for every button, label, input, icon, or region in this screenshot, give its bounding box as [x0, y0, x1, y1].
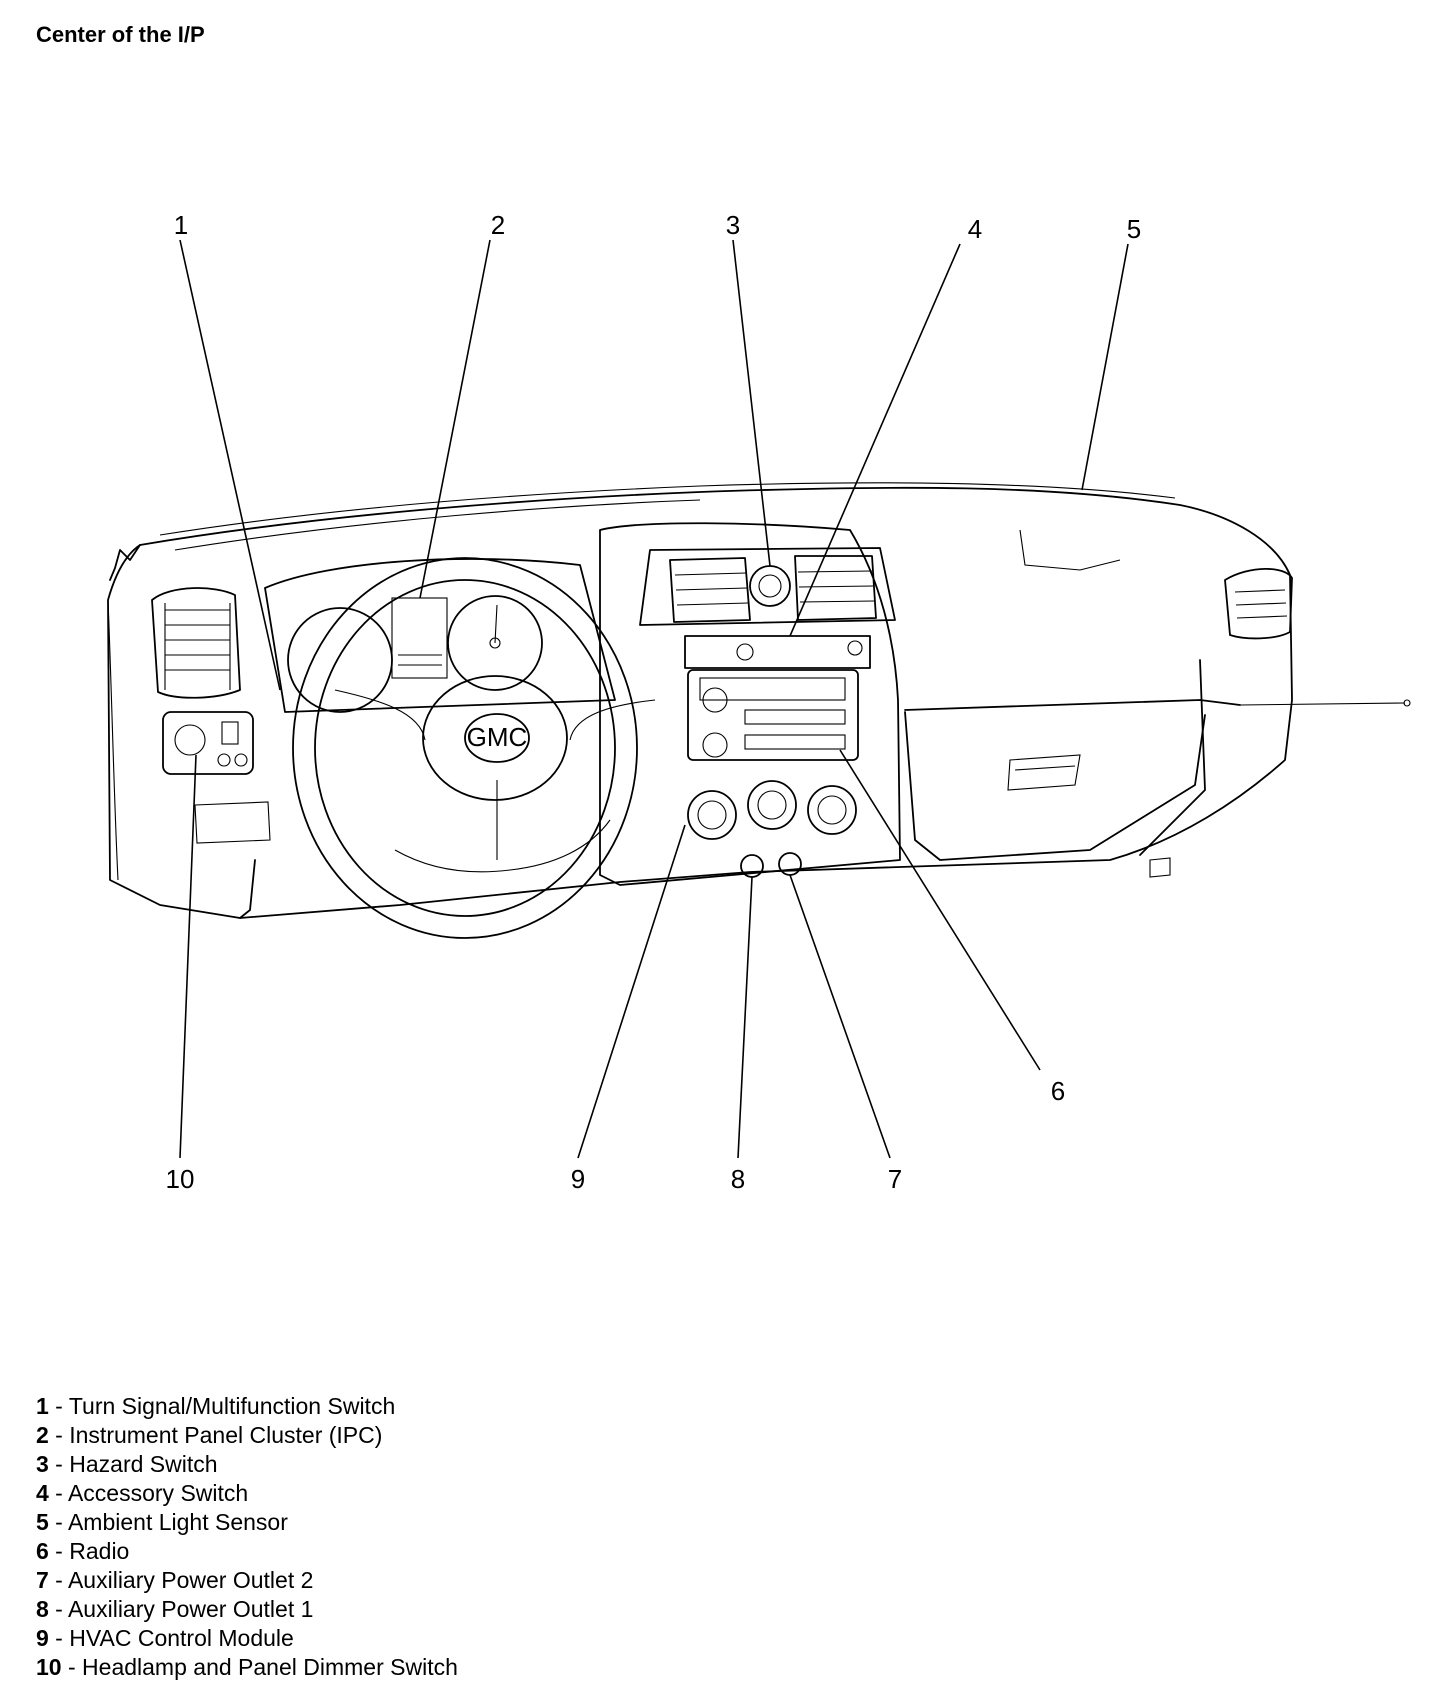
- center-vent-right: [794, 555, 877, 621]
- legend-text: Instrument Panel Cluster (IPC): [69, 1422, 383, 1448]
- leader-line-10: [179, 754, 197, 1159]
- leader-line-7: [789, 874, 891, 1159]
- legend-number: 9: [36, 1625, 49, 1651]
- steering-wheel: [292, 557, 656, 939]
- legend-list: 1 - Turn Signal/Multifunction Switch 2 -…: [36, 1392, 458, 1682]
- leader-line-4: [789, 243, 961, 637]
- hazard-switch: [749, 565, 791, 607]
- callout-2: 2: [491, 210, 505, 240]
- legend-separator: -: [48, 1451, 70, 1477]
- legend-text: Turn Signal/Multifunction Switch: [68, 1393, 396, 1419]
- legend-number: 1: [36, 1393, 49, 1419]
- accessory-switch: [684, 635, 871, 669]
- hvac-control-module: [687, 780, 857, 840]
- legend-item: 3 - Hazard Switch: [36, 1450, 458, 1479]
- legend-text: Hazard Switch: [69, 1451, 218, 1477]
- legend-separator: -: [61, 1654, 83, 1680]
- legend-number: 8: [36, 1596, 49, 1622]
- leader-line-5: [1081, 243, 1129, 491]
- knee-panel: [194, 801, 271, 844]
- legend-text: Radio: [69, 1538, 130, 1564]
- page-title: Center of the I/P: [36, 22, 205, 47]
- legend-text: Headlamp and Panel Dimmer Switch: [82, 1654, 458, 1680]
- legend-number: 10: [36, 1654, 62, 1680]
- legend-separator: -: [48, 1480, 68, 1506]
- legend-text: HVAC Control Module: [69, 1625, 294, 1651]
- legend-separator: -: [48, 1509, 68, 1535]
- center-stack: [599, 522, 901, 886]
- legend-separator: -: [48, 1393, 69, 1419]
- legend-item: 5 - Ambient Light Sensor: [36, 1508, 458, 1537]
- callout-9: 9: [571, 1164, 585, 1194]
- legend-item: 2 - Instrument Panel Cluster (IPC): [36, 1421, 458, 1450]
- callout-5: 5: [1127, 214, 1141, 244]
- dashboard-outline: [107, 482, 1411, 919]
- legend-item: 10 - Headlamp and Panel Dimmer Switch: [36, 1653, 458, 1682]
- steering-logo-text: GMC: [467, 722, 528, 752]
- legend-item: 9 - HVAC Control Module: [36, 1624, 458, 1653]
- legend-separator: -: [48, 1567, 68, 1593]
- legend-number: 7: [36, 1567, 49, 1593]
- headlamp-switch: [162, 711, 254, 775]
- legend-text: Auxiliary Power Outlet 1: [67, 1596, 314, 1622]
- legend-text: Ambient Light Sensor: [67, 1509, 288, 1535]
- legend-separator: -: [48, 1538, 70, 1564]
- center-vent-left: [669, 557, 751, 623]
- legend-item: 1 - Turn Signal/Multifunction Switch: [36, 1392, 458, 1421]
- callout-4: 4: [968, 214, 982, 244]
- leader-line-9: [577, 824, 686, 1159]
- legend-number: 4: [36, 1480, 49, 1506]
- callout-1: 1: [174, 210, 188, 240]
- legend-separator: -: [48, 1596, 68, 1622]
- callout-7: 7: [888, 1164, 902, 1194]
- leader-line-1: [179, 239, 281, 691]
- leader-line-2: [419, 239, 491, 599]
- right-vent: [1224, 568, 1293, 640]
- leader-line-3: [732, 239, 771, 567]
- leader-line-8: [737, 876, 753, 1159]
- legend-number: 5: [36, 1509, 49, 1535]
- callout-3: 3: [726, 210, 740, 240]
- instrument-panel-diagram: GMC: [107, 210, 1411, 1194]
- callout-10: 10: [166, 1164, 195, 1194]
- legend-number: 2: [36, 1422, 49, 1448]
- legend-text: Accessory Switch: [67, 1480, 249, 1506]
- radio: [687, 669, 859, 761]
- legend-separator: -: [48, 1422, 70, 1448]
- legend-item: 4 - Accessory Switch: [36, 1479, 458, 1508]
- legend-text: Auxiliary Power Outlet 2: [67, 1567, 314, 1593]
- leader-lines: [179, 239, 1129, 1159]
- legend-item: 7 - Auxiliary Power Outlet 2: [36, 1566, 458, 1595]
- legend-number: 6: [36, 1538, 49, 1564]
- leader-line-6: [839, 749, 1041, 1071]
- callout-6: 6: [1051, 1076, 1065, 1106]
- legend-item: 6 - Radio: [36, 1537, 458, 1566]
- callout-8: 8: [731, 1164, 745, 1194]
- legend-number: 3: [36, 1451, 49, 1477]
- legend-separator: -: [48, 1625, 70, 1651]
- left-vent: [151, 587, 241, 699]
- legend-item: 8 - Auxiliary Power Outlet 1: [36, 1595, 458, 1624]
- instrument-cluster: [264, 558, 616, 713]
